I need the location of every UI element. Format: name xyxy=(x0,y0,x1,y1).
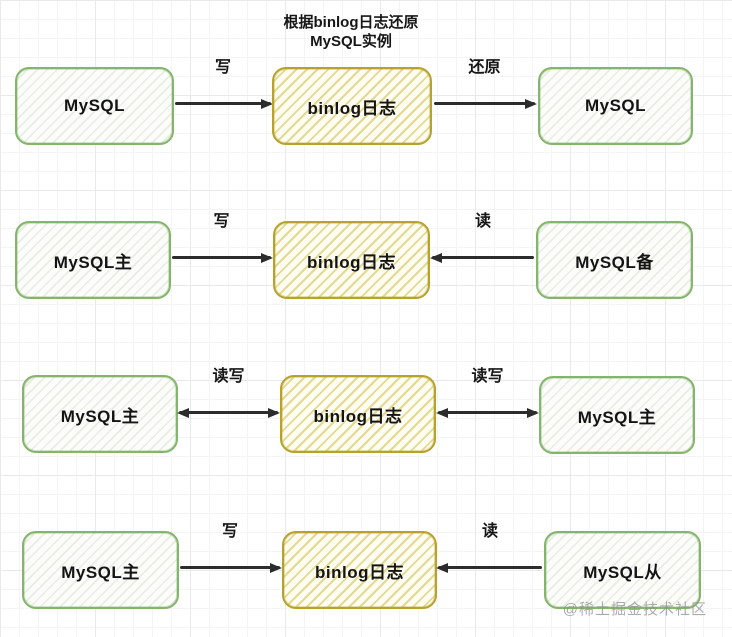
node-label: MySQL备 xyxy=(575,252,654,272)
binlog-node: binlog日志 xyxy=(282,531,437,609)
node-label: binlog日志 xyxy=(315,562,404,582)
arrow-label: 读写 xyxy=(212,368,245,385)
arrow-connector xyxy=(434,102,535,105)
watermark: @稀土掘金技术社区 xyxy=(562,601,707,618)
write-arrow-group: 写 xyxy=(172,211,271,259)
binlog-node: binlog日志 xyxy=(273,221,430,299)
binlog-node: binlog日志 xyxy=(280,375,436,453)
diagram-title-line2: MySQL实例 xyxy=(310,33,392,50)
node-label: MySQL xyxy=(584,96,647,115)
mysql-node: MySQL xyxy=(538,67,693,145)
arrow-label: 读 xyxy=(481,523,498,540)
arrow-label: 读 xyxy=(474,213,491,230)
arrow-label: 还原 xyxy=(468,59,501,76)
diagram-title: 根据binlog日志还原 MySQL实例 xyxy=(284,13,419,51)
mysql-primary-node: MySQL主 xyxy=(15,221,171,299)
read-arrow-group: 读 xyxy=(432,211,534,259)
arrow-connector xyxy=(172,256,271,259)
node-label: MySQL主 xyxy=(61,562,140,582)
node-label: binlog日志 xyxy=(307,252,396,272)
arrow-connector xyxy=(432,256,534,259)
write-arrow-group: 写 xyxy=(180,521,280,569)
arrow-label: 读写 xyxy=(471,368,504,385)
mysql-node: MySQL xyxy=(15,67,174,145)
arrow-connector xyxy=(179,411,278,414)
binlog-node: binlog日志 xyxy=(272,67,432,145)
arrow-connector xyxy=(438,411,537,414)
node-label: MySQL xyxy=(63,96,126,115)
node-label: binlog日志 xyxy=(313,406,403,426)
restore-arrow-group: 还原 xyxy=(434,57,535,105)
node-label: MySQL从 xyxy=(583,562,662,582)
node-label: MySQL主 xyxy=(577,407,657,427)
arrow-label: 写 xyxy=(214,59,231,76)
node-label: MySQL主 xyxy=(53,252,133,272)
node-label: binlog日志 xyxy=(307,98,397,118)
mysql-primary-node: MySQL主 xyxy=(22,531,179,609)
diagram-title-line1: 根据binlog日志还原 xyxy=(283,14,419,31)
arrow-connector xyxy=(180,566,280,569)
mysql-primary-node: MySQL主 xyxy=(539,376,695,454)
read-write-arrow-group: 读写 xyxy=(179,366,278,414)
mysql-primary-node: MySQL主 xyxy=(22,375,178,453)
node-label: MySQL主 xyxy=(60,406,140,426)
arrow-label: 写 xyxy=(221,523,238,540)
arrow-label: 写 xyxy=(213,213,230,230)
arrow-connector xyxy=(438,566,542,569)
arrow-connector xyxy=(175,102,271,105)
mysql-backup-node: MySQL备 xyxy=(536,221,693,299)
read-write-arrow-group: 读写 xyxy=(438,366,537,414)
mysql-replica-node: MySQL从 xyxy=(544,531,701,609)
write-arrow-group: 写 xyxy=(175,57,271,105)
read-arrow-group: 读 xyxy=(438,521,542,569)
